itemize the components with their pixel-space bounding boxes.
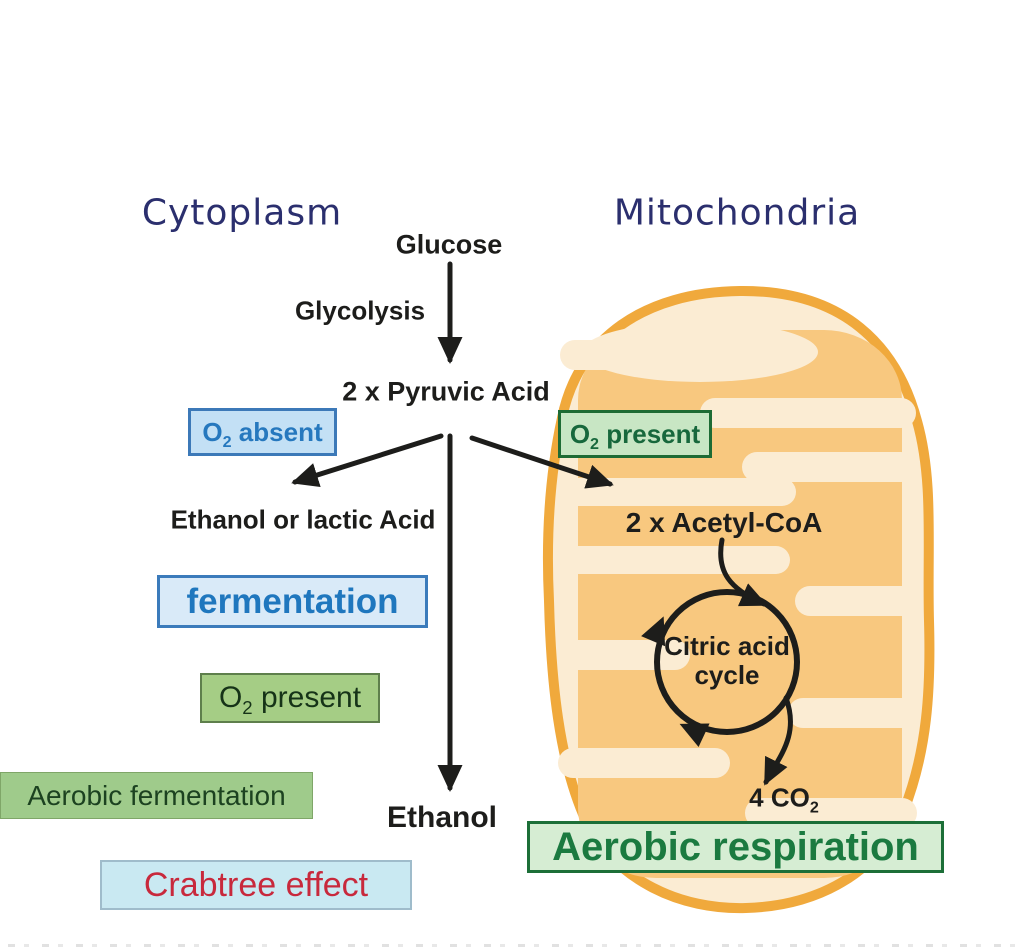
ethanol-or-lactic-label: Ethanol or lactic Acid: [170, 504, 436, 535]
pyruvate-to-lactic-arrow: [291, 433, 444, 488]
o2-present-box-cytoplasm: O2 present: [200, 673, 380, 723]
pyruvate-to-mitochondria-arrow: [469, 435, 614, 489]
ethanol-label: Ethanol: [387, 801, 497, 834]
fermentation-box: fermentation: [157, 575, 428, 628]
cytoplasm-title: Cytoplasm: [141, 192, 343, 234]
aerobic-respiration-box: Aerobic respiration: [527, 821, 944, 873]
cycle-to-co2-arrow: [763, 695, 793, 786]
acetyl-coa-label: 2 x Acetyl-CoA: [625, 507, 823, 538]
cycle-arrowheads: [641, 616, 710, 748]
pyruvic-acid-label: 2 x Pyruvic Acid: [342, 376, 550, 407]
pathway-arrows: [291, 261, 800, 793]
o2-present-box-mitochondria: O2 present: [558, 410, 712, 458]
mitochondrion-illustration: [542, 285, 935, 914]
crabtree-effect-box: Crabtree effect: [100, 860, 412, 910]
cropped-text-fragment: [8, 944, 1016, 947]
o2-absent-box: O2 absent: [188, 408, 337, 456]
citric-acid-cycle-circle: [654, 589, 800, 735]
citric-acid-cycle-label: Citric acid cycle: [664, 630, 790, 690]
glycolysis-label: Glycolysis: [294, 295, 426, 326]
glucose-label: Glucose: [395, 229, 503, 260]
co2-label: 4 CO2: [749, 782, 819, 817]
mitochondria-title: Mitochondria: [613, 192, 861, 234]
aerobic-fermentation-box: Aerobic fermentation: [0, 772, 313, 819]
